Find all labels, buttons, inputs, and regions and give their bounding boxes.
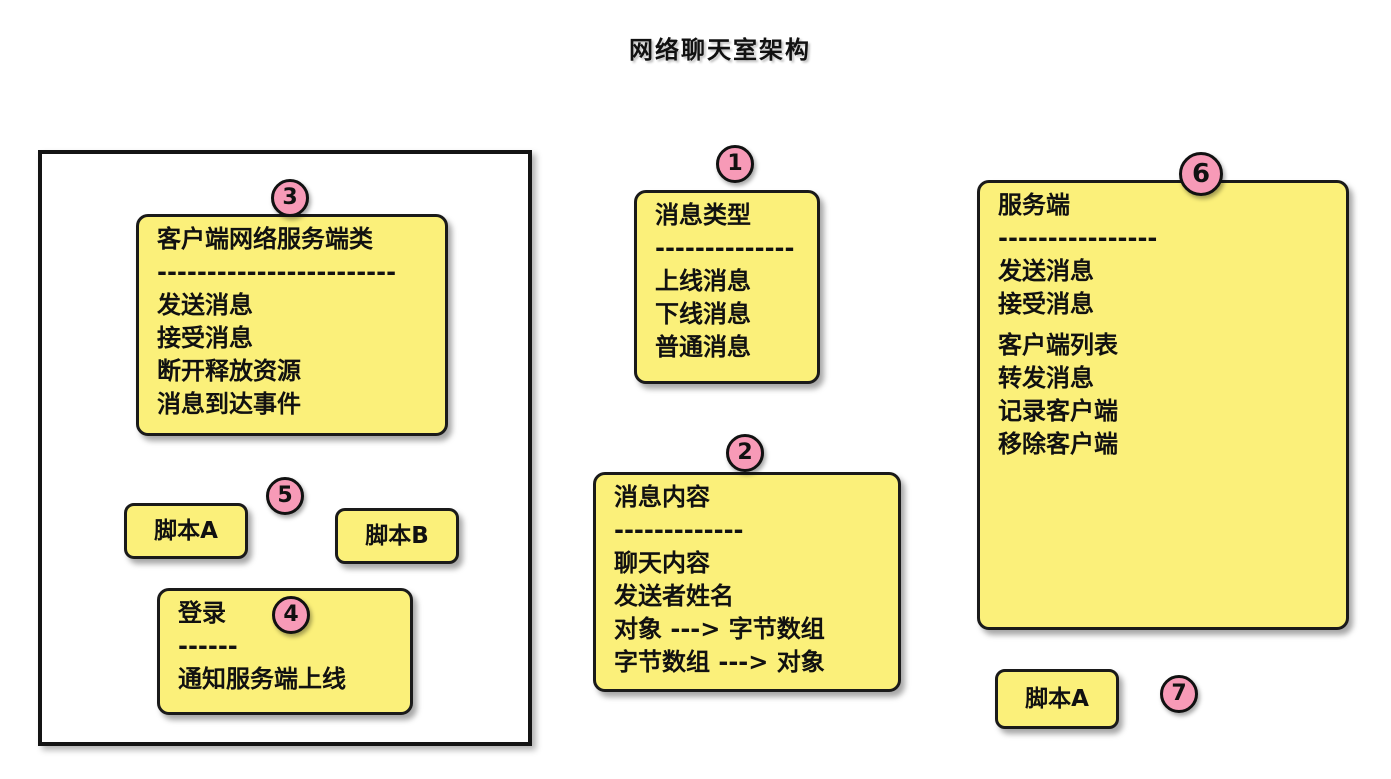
message-content-note: 消息内容 ------------- 聊天内容 发送者姓名 对象 ---> 字节… [593, 472, 901, 692]
server-script-a: 脚本A [995, 669, 1119, 729]
client-script-b: 脚本B [335, 508, 459, 564]
note-item: 普通消息 [655, 333, 751, 361]
note-separator: -------------- [655, 234, 795, 262]
note-separator: ------------- [614, 516, 744, 544]
badge-4: 4 [272, 596, 310, 634]
note-item: 消息到达事件 [157, 390, 301, 418]
note-item: 接受消息 [157, 324, 253, 352]
note-heading: 消息类型 [655, 201, 751, 229]
note-item: 对象 ---> 字节数组 [614, 615, 825, 643]
message-type-note: 消息类型 -------------- 上线消息 下线消息 普通消息 [634, 190, 820, 384]
note-heading: 服务端 [998, 191, 1070, 219]
note-item: 上线消息 [655, 267, 751, 295]
note-heading: 客户端网络服务端类 [157, 225, 373, 253]
note-heading: 登录 [178, 599, 226, 627]
note-item: 移除客户端 [998, 430, 1118, 458]
badge-5: 5 [266, 477, 304, 515]
note-item: 下线消息 [655, 300, 751, 328]
note-item: 转发消息 [998, 364, 1094, 392]
note-item: 发送者姓名 [614, 582, 734, 610]
note-item: 聊天内容 [614, 549, 710, 577]
note-item: 客户端列表 [998, 331, 1118, 359]
client-frame [38, 150, 532, 746]
server-note: 服务端 ---------------- 发送消息 接受消息 客户端列表 转发消… [977, 180, 1349, 630]
note-separator: ------ [178, 632, 238, 660]
note-heading: 消息内容 [614, 483, 710, 511]
client-network-service-note: 客户端网络服务端类 ------------------------ 发送消息 … [136, 214, 448, 436]
badge-6: 6 [1179, 152, 1223, 196]
badge-3: 3 [271, 179, 309, 217]
badge-2: 2 [726, 434, 764, 472]
note-item: 断开释放资源 [157, 357, 301, 385]
note-separator: ---------------- [998, 224, 1158, 252]
note-item: 接受消息 [998, 290, 1094, 318]
note-item: 记录客户端 [998, 397, 1118, 425]
diagram-title: 网络聊天室架构 [629, 36, 811, 64]
badge-7: 7 [1160, 675, 1198, 713]
note-item: 发送消息 [157, 291, 253, 319]
note-separator: ------------------------ [157, 258, 397, 286]
note-item: 发送消息 [998, 257, 1094, 285]
note-item: 通知服务端上线 [178, 665, 346, 693]
note-item: 字节数组 ---> 对象 [614, 648, 825, 676]
client-script-a: 脚本A [124, 503, 248, 559]
badge-1: 1 [716, 145, 754, 183]
